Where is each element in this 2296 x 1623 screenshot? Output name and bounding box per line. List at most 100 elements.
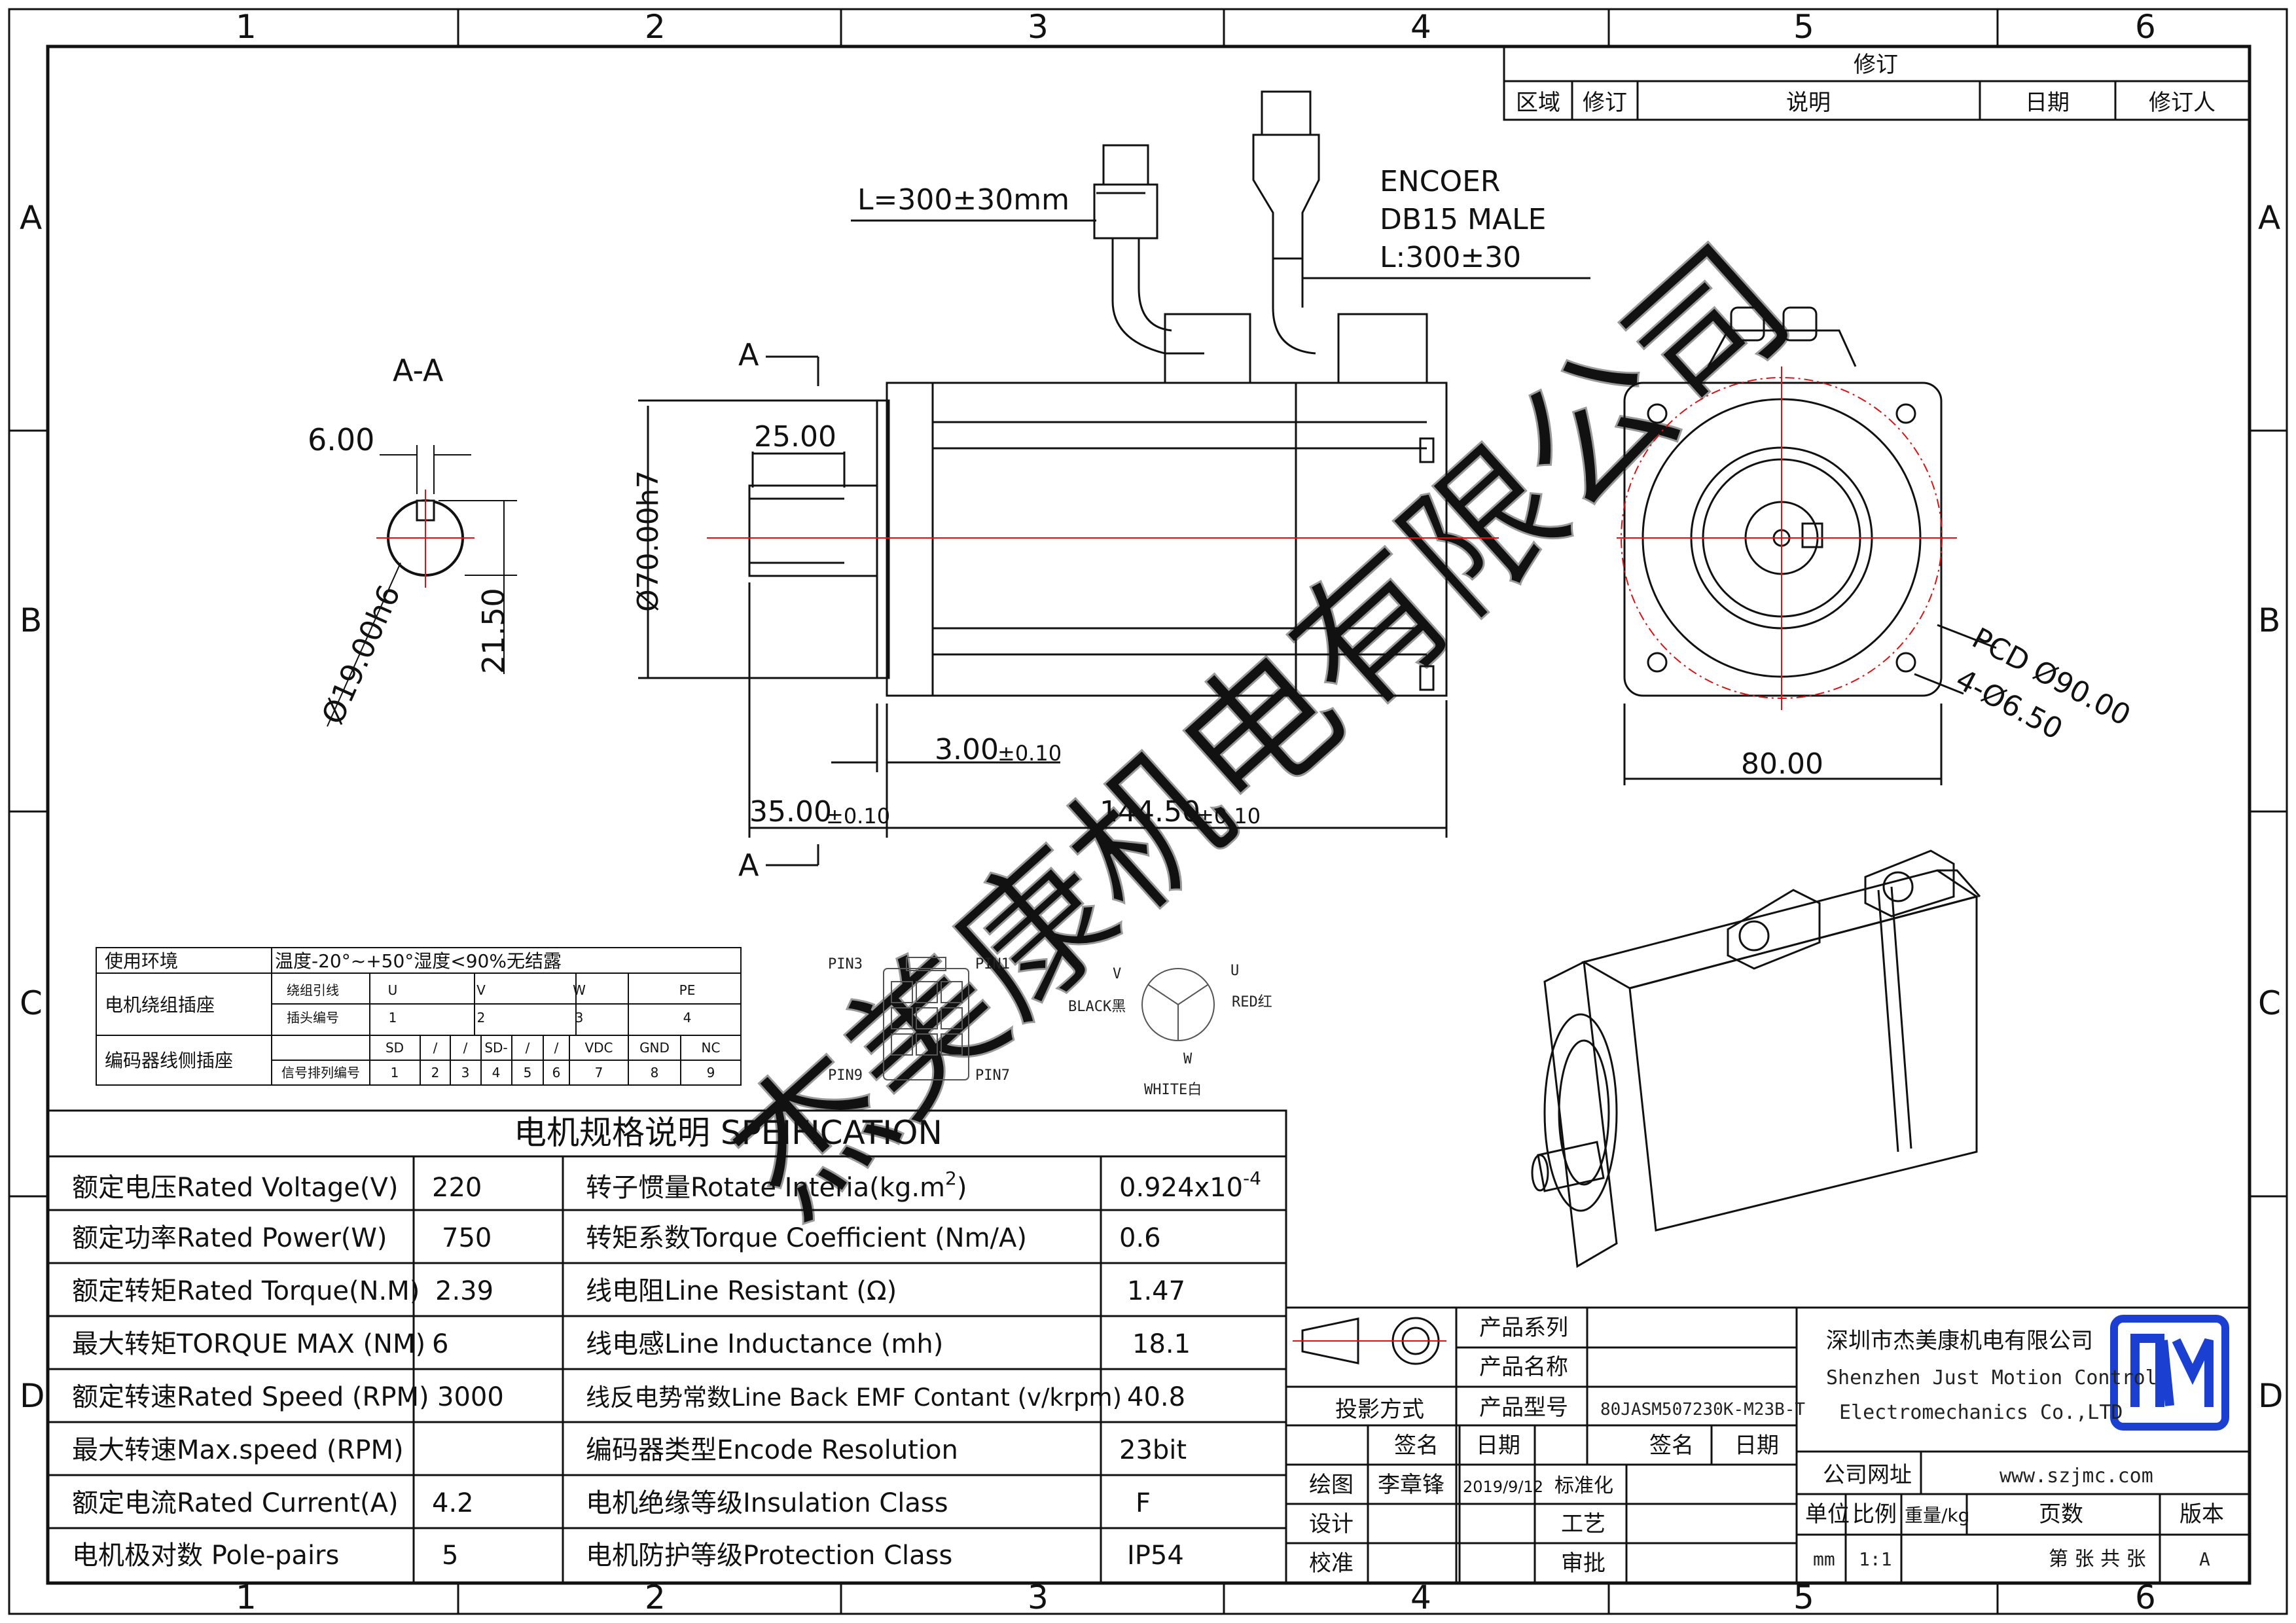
sign-label: 签名	[1394, 1433, 1439, 1459]
pin-label: PIN3	[828, 956, 863, 972]
revision-header: 日期	[2025, 90, 2070, 116]
spec-label: 电机极对数 Pole-pairs	[72, 1541, 339, 1571]
enc-cell: /	[554, 1040, 559, 1056]
flange-dia-dim: Ø70.00h7	[632, 471, 665, 612]
standard-label: 标准化	[1554, 1474, 1613, 1497]
version-value: A	[2199, 1548, 2210, 1570]
pin-label: PIN1	[975, 956, 1010, 972]
spec-value: 3000	[437, 1382, 504, 1412]
col-label: 4	[1410, 1578, 1431, 1616]
company-cn: 深圳市杰美康机电有限公司	[1826, 1328, 2093, 1354]
spec-label: 电机防护等级Protection Class	[586, 1541, 952, 1571]
spec-label: 转矩系数Torque Coefficient (Nm/A)	[586, 1223, 1027, 1253]
scale-value: 1:1	[1859, 1548, 1892, 1570]
spec-label: 电机绝缘等级Insulation Class	[586, 1488, 948, 1518]
series-label: 产品系列	[1479, 1315, 1568, 1341]
enc-cell: 6	[552, 1065, 561, 1080]
process-label: 工艺	[1561, 1511, 1605, 1537]
phase-color: RED红	[1232, 994, 1272, 1010]
enc-cell: 4	[492, 1065, 501, 1080]
section-marker: A	[738, 847, 759, 883]
encoder-socket-label: 编码器线侧插座	[105, 1050, 233, 1071]
shaft-total-tol: ±0.10	[826, 804, 890, 829]
enc-cell: GND	[639, 1040, 670, 1056]
row-label: A	[2258, 199, 2280, 237]
enc-cell: 1	[391, 1065, 399, 1080]
motor-cell: 1	[389, 1010, 397, 1026]
col-label: 2	[645, 1578, 666, 1616]
revision-header: 修订	[1583, 90, 1627, 116]
row-label: C	[20, 984, 43, 1022]
motor-cell: PE	[679, 982, 696, 998]
encoder-label: L:300±30	[1380, 241, 1521, 274]
spec-value: 0.6	[1119, 1223, 1161, 1253]
front-view	[1617, 306, 1997, 785]
pages-value: 第 张 共 张	[2049, 1548, 2146, 1571]
col-label: 2	[645, 8, 666, 46]
enc-cell: 5	[524, 1065, 532, 1080]
spec-value: 1.47	[1127, 1276, 1185, 1306]
spec-value: 6	[432, 1329, 448, 1359]
spec-label-sup: 2	[945, 1168, 957, 1189]
revision-header: 说明	[1786, 90, 1831, 116]
motor-cell: W	[573, 982, 586, 998]
spec-label: 额定电流Rated Current(A)	[72, 1488, 399, 1518]
company-en2: Electromechanics Co.,LTD	[1839, 1401, 2123, 1424]
unit-label: 单位	[1805, 1501, 1850, 1527]
revision-header: 区域	[1516, 90, 1560, 116]
revision-header: 修订人	[2149, 90, 2215, 116]
spec-label: 额定功率Rated Power(W)	[72, 1223, 387, 1253]
approve-label: 审批	[1561, 1550, 1605, 1577]
section-key-dim: 6.00	[308, 422, 374, 457]
enc-cell: NC	[702, 1040, 721, 1056]
spec-value: F	[1136, 1488, 1151, 1518]
spec-value: 0.924x10-4	[1119, 1168, 1261, 1203]
spec-label: 转子惯量Rotate Interia(kg.m2)	[586, 1168, 967, 1203]
col-label: 1	[236, 8, 257, 46]
spec-label-text: 转子惯量Rotate Interia(kg.m	[586, 1173, 945, 1203]
row-label: A	[20, 199, 42, 237]
row-label: B	[20, 601, 42, 639]
env-value: 温度-20°~+50°湿度<90%无结露	[275, 950, 562, 972]
power-cable-label: L=300±30mm	[857, 183, 1069, 217]
pin-label: PIN9	[828, 1067, 863, 1084]
col-label: 3	[1028, 8, 1049, 46]
drawn-date: 2019/9/12	[1463, 1478, 1543, 1496]
spec-label: 最大转矩TORQUE MAX (NM)	[72, 1329, 425, 1359]
env-label: 使用环境	[105, 950, 178, 972]
phase-label: W	[1183, 1051, 1193, 1067]
shaft-total-dim: 35.00	[749, 795, 832, 829]
phase-color: WHITE白	[1144, 1082, 1202, 1098]
spec-rows: 额定电压Rated Voltage(V) 220 转子惯量Rotate Inte…	[72, 1168, 1261, 1571]
spec-value: IP54	[1127, 1541, 1184, 1571]
enc-cell: 9	[707, 1065, 715, 1080]
flange-thick-dim: 3.00	[935, 733, 999, 766]
enc-row-head: 信号排列编号	[281, 1065, 360, 1080]
spec-label: 线反电势常数Line Back EMF Contant (v/krpm)	[586, 1383, 1122, 1412]
spec-label: 额定转速Rated Speed (RPM)	[72, 1382, 429, 1412]
body-length-dim: 144.50	[1100, 795, 1200, 829]
motor-cell: 2	[477, 1010, 486, 1026]
company-en1: Shenzhen Just Motion Control	[1826, 1366, 2157, 1389]
motor-cell: 3	[575, 1010, 584, 1026]
section-height-dim: 21.50	[476, 588, 511, 674]
phase-color: BLACK黑	[1068, 999, 1126, 1015]
enc-cell: /	[463, 1040, 468, 1056]
motor-cell: U	[388, 982, 398, 998]
col-label: 4	[1410, 8, 1431, 46]
body-length-tol: ±0.10	[1196, 804, 1261, 829]
sign-label-2: 签名	[1649, 1433, 1694, 1459]
motor-row-head: 绕组引线	[287, 982, 339, 998]
spec-value: 40.8	[1127, 1382, 1185, 1412]
spec-value: 23bit	[1119, 1435, 1187, 1465]
col-label: 6	[2135, 8, 2156, 46]
revision-title: 修订	[1854, 52, 1898, 78]
spec-title: 电机规格说明 SPEIFICATION	[514, 1114, 942, 1152]
spec-value: 5	[442, 1541, 458, 1571]
phase-label: V	[1113, 966, 1121, 982]
model-label: 产品型号	[1479, 1395, 1568, 1421]
enc-cell: /	[526, 1040, 530, 1056]
date-label-2: 日期	[1734, 1433, 1779, 1459]
wiring-table	[96, 947, 742, 1086]
